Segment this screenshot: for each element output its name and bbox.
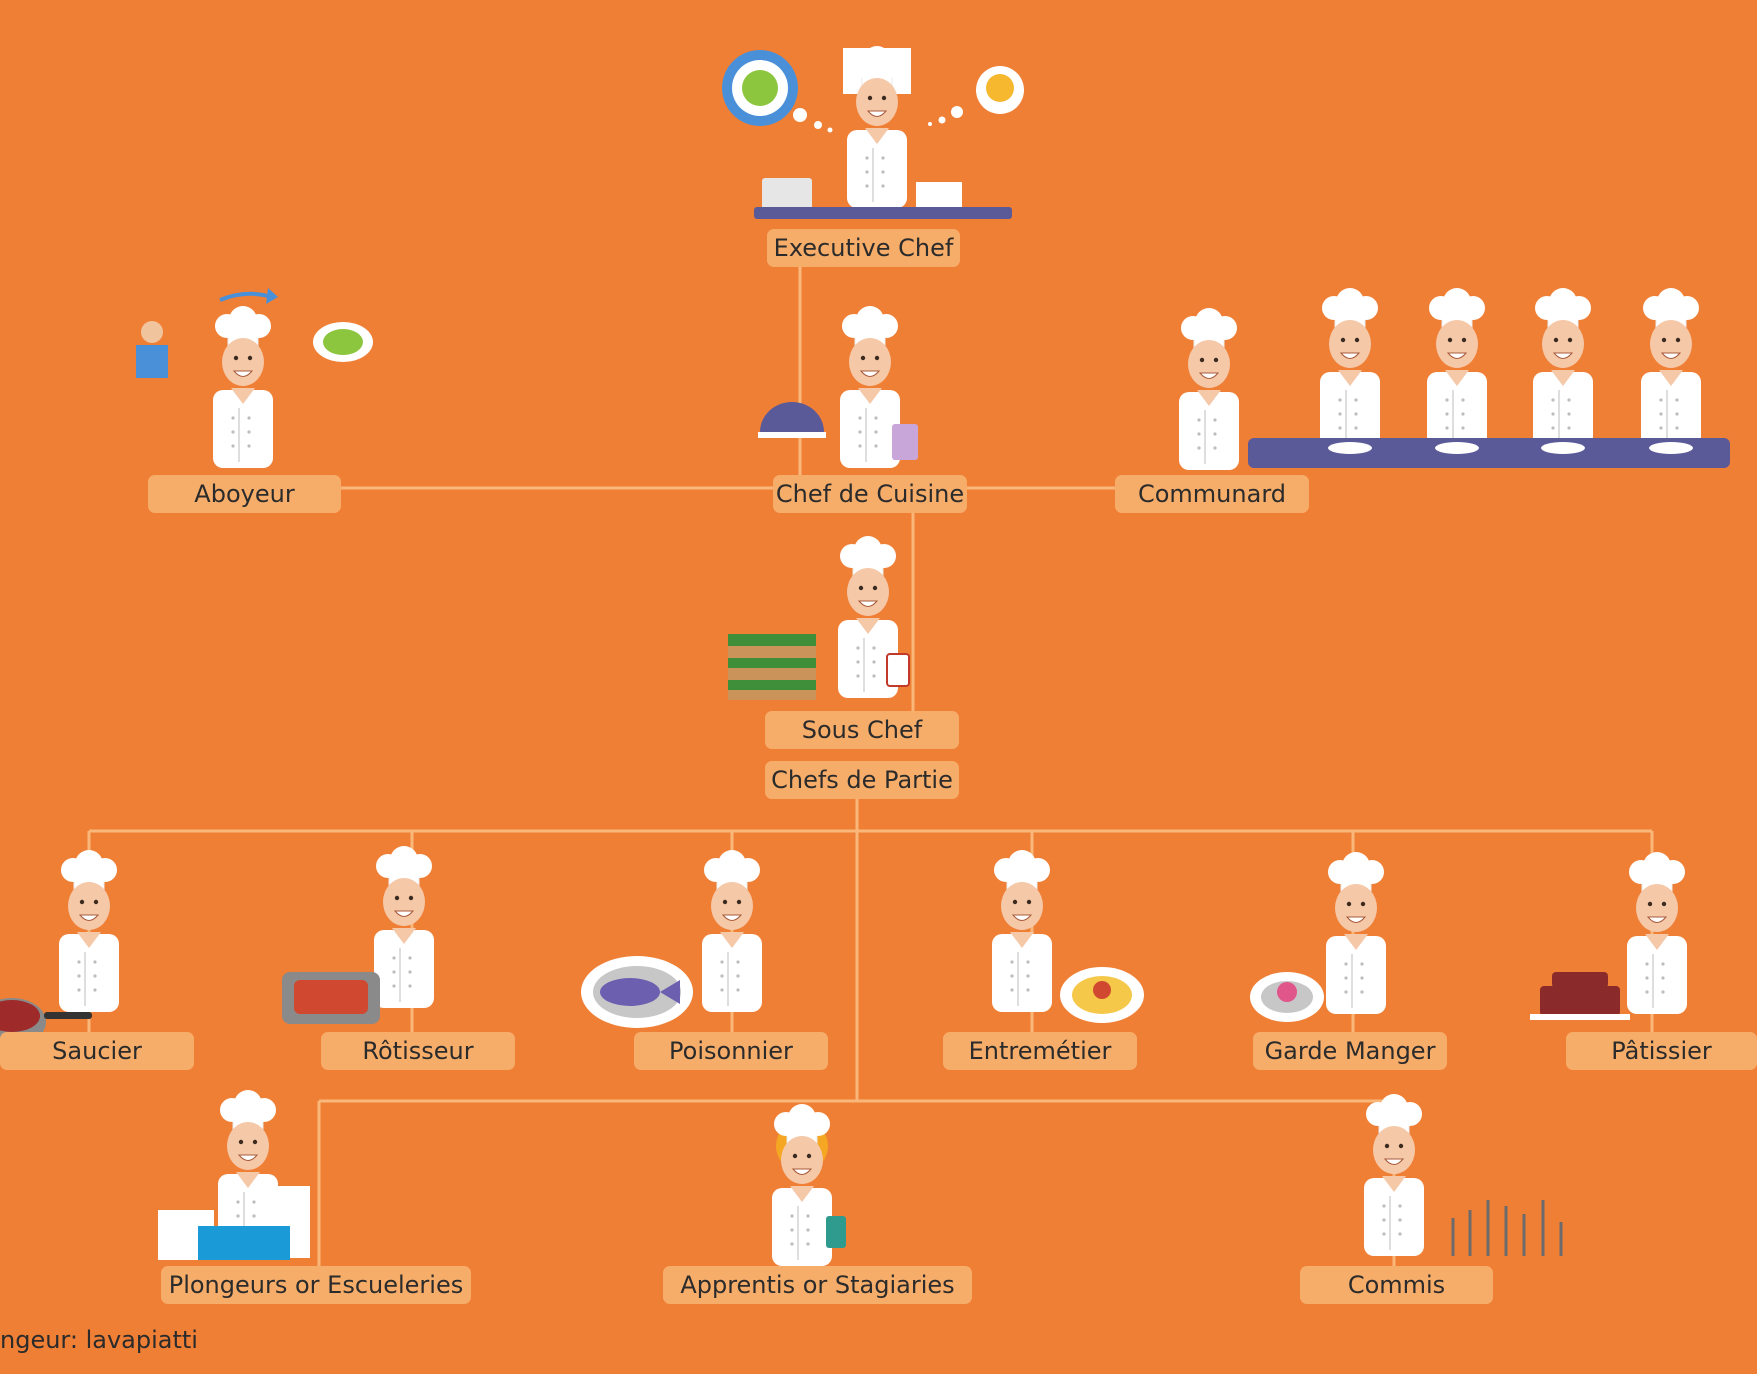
counter bbox=[754, 207, 1012, 219]
label-poisonnier: Poisonnier bbox=[634, 1032, 828, 1070]
label-garde-manger: Garde Manger bbox=[1253, 1032, 1447, 1070]
utensils-icon bbox=[1451, 1200, 1563, 1256]
label-executive-chef: Executive Chef bbox=[767, 229, 960, 267]
garde-manger-figure bbox=[1250, 851, 1387, 1022]
laptop-icon bbox=[762, 178, 812, 210]
patissier-figure bbox=[1530, 851, 1688, 1020]
aboyeur-figure bbox=[136, 288, 373, 469]
cake-icon bbox=[1540, 986, 1620, 1016]
apprentis-figure bbox=[771, 1103, 846, 1267]
label-apprentis: Apprentis or Stagiaries bbox=[663, 1266, 972, 1304]
saucier-figure bbox=[0, 849, 120, 1046]
commis-figure bbox=[1363, 1093, 1563, 1257]
cloche-icon bbox=[760, 402, 824, 432]
sous-chef-figure bbox=[728, 535, 910, 700]
label-entremetier: Entremétier bbox=[943, 1032, 1137, 1070]
label-sous-chef: Sous Chef bbox=[765, 711, 959, 749]
waiter-icon bbox=[141, 321, 163, 343]
executive-chef-figure bbox=[722, 45, 1024, 219]
notebook-icon bbox=[826, 1216, 846, 1248]
chef-de-cuisine-figure bbox=[758, 305, 918, 469]
label-commis: Commis bbox=[1300, 1266, 1493, 1304]
label-chefs-de-partie: Chefs de Partie bbox=[765, 761, 959, 799]
label-plongeurs: Plongeurs or Escueleries bbox=[161, 1266, 471, 1304]
footnote: ngeur: lavapiatti bbox=[0, 1326, 198, 1354]
staff-table bbox=[1248, 438, 1730, 468]
label-patissier: Pâtissier bbox=[1566, 1032, 1757, 1070]
label-aboyeur: Aboyeur bbox=[148, 475, 341, 513]
label-rotisseur: Rôtisseur bbox=[321, 1032, 515, 1070]
wash-basin-icon bbox=[198, 1226, 290, 1260]
plongeurs-figure bbox=[158, 1089, 310, 1260]
label-chef-de-cuisine: Chef de Cuisine bbox=[773, 475, 967, 513]
entremetier-figure bbox=[991, 849, 1144, 1023]
arrow-icon bbox=[219, 291, 269, 302]
label-saucier: Saucier bbox=[0, 1032, 194, 1070]
menu-icon bbox=[892, 424, 918, 460]
poisonnier-figure bbox=[581, 849, 763, 1028]
rotisseur-figure bbox=[282, 845, 435, 1024]
clipboard-icon bbox=[886, 653, 910, 687]
communard-figure bbox=[1178, 287, 1730, 471]
label-communard: Communard bbox=[1115, 475, 1309, 513]
